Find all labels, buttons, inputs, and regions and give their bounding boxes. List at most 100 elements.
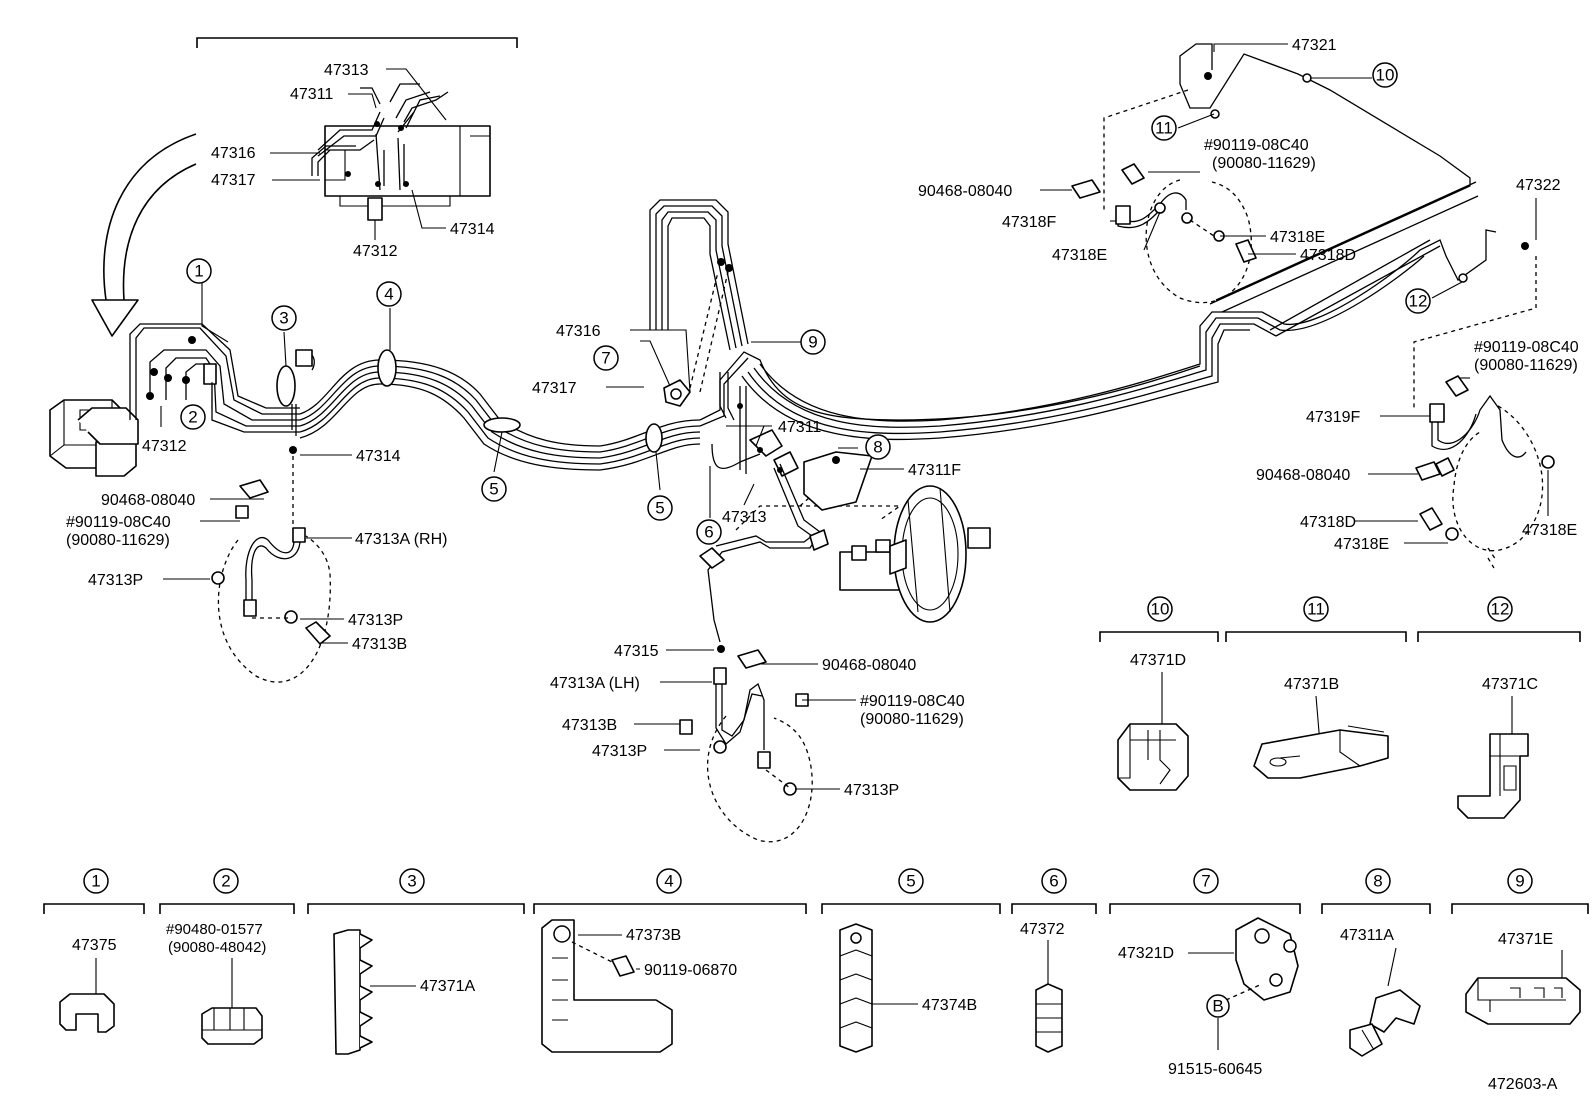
detail-label-47373b: 47373B xyxy=(626,927,681,944)
direction-arrow xyxy=(91,133,197,337)
label-47318f: 47318F xyxy=(1002,214,1056,231)
rh-rear-brake-hose xyxy=(1071,89,1257,304)
label-47318e-d: 47318E xyxy=(1334,536,1389,553)
callout-2: 2 xyxy=(188,408,197,427)
detail-label-47371a: 47371A xyxy=(420,978,475,995)
detail-callout-5: 5 xyxy=(906,872,915,891)
rh-front-brake-hose xyxy=(211,479,331,683)
detail-4: 4 47373B 90119-06870 xyxy=(533,868,807,1053)
label-90468-08040-c: 90468-08040 xyxy=(918,183,1012,200)
detail-label-90080-48042: (90080-48042) xyxy=(168,939,266,956)
label-47318e-a: 47318E xyxy=(1270,229,1325,246)
callout-5b: 5 xyxy=(655,499,664,518)
label-90080-11629-b: (90080-11629) xyxy=(860,711,964,728)
label-90119-08c40-a: #90119-08C40 xyxy=(66,514,171,531)
detail-label-47374b: 47374B xyxy=(922,997,977,1014)
label-47317: 47317 xyxy=(532,380,577,397)
label-90468-08040-b: 90468-08040 xyxy=(822,657,916,674)
label-47313p-c: 47313P xyxy=(592,743,647,760)
detail-callout-1: 1 xyxy=(91,872,100,891)
detail-callout-12: 12 xyxy=(1491,600,1510,619)
detail-callout-9: 9 xyxy=(1515,872,1524,891)
detail-label-47321d: 47321D xyxy=(1118,945,1174,962)
label-90080-11629-a: (90080-11629) xyxy=(66,532,170,549)
inset-label-47312: 47312 xyxy=(353,243,398,260)
label-47313: 47313 xyxy=(722,509,767,526)
callout-7: 7 xyxy=(601,349,610,368)
label-47313p-b: 47313P xyxy=(348,612,403,629)
label-90468-08040-a: 90468-08040 xyxy=(101,492,195,509)
detail-label-90480-01577: #90480-01577 xyxy=(166,921,263,938)
detail-label-47371e: 47371E xyxy=(1498,931,1553,948)
label-90119-08c40-b: #90119-08C40 xyxy=(860,693,965,710)
label-90119-08c40-d: #90119-08C40 xyxy=(1474,339,1579,356)
detail-callout-8: 8 xyxy=(1373,872,1382,891)
label-47321: 47321 xyxy=(1292,37,1337,54)
callout-3: 3 xyxy=(279,309,288,328)
label-47318e-b: 47318E xyxy=(1052,247,1107,264)
callout-8: 8 xyxy=(873,438,882,457)
detail-label-47371d: 47371D xyxy=(1130,652,1186,669)
detail-label-90119-06870: 90119-06870 xyxy=(644,962,737,979)
label-47316: 47316 xyxy=(556,323,601,340)
inset-label-47317: 47317 xyxy=(211,172,256,189)
detail-label-91515-60645: 91515-60645 xyxy=(1168,1061,1262,1078)
detail-10: 10 47371D xyxy=(1099,596,1219,791)
label-47313a-lh: 47313A (LH) xyxy=(550,675,640,692)
detail-6: 6 47372 xyxy=(1011,868,1097,1053)
detail-9: 9 47371E xyxy=(1451,868,1589,1025)
detail-8: 8 47311A xyxy=(1321,868,1431,1057)
callout-12: 12 xyxy=(1409,292,1428,311)
detail-callout-3: 3 xyxy=(407,872,416,891)
inset-label-47314: 47314 xyxy=(450,221,495,238)
label-90468-08040-d: 90468-08040 xyxy=(1256,467,1350,484)
detail-label-47375: 47375 xyxy=(72,937,117,954)
inset-label-47313: 47313 xyxy=(324,62,369,79)
callout-9: 9 xyxy=(808,333,817,352)
detail-3: 3 47371A xyxy=(307,868,525,1055)
label-47318d-b: 47318D xyxy=(1300,514,1356,531)
callout-10: 10 xyxy=(1376,66,1395,85)
detail-callout-b: B xyxy=(1212,997,1223,1016)
inset-label-47316: 47316 xyxy=(211,145,256,162)
label-90080-11629-c: (90080-11629) xyxy=(1212,155,1316,172)
label-90119-08c40-c: #90119-08C40 xyxy=(1204,137,1309,154)
detail-callout-10: 10 xyxy=(1151,600,1170,619)
label-47315: 47315 xyxy=(614,643,659,660)
detail-5: 5 47374B xyxy=(821,868,1001,1053)
detail-7: 7 47321D B 91515-60645 xyxy=(1109,868,1301,1078)
label-47314: 47314 xyxy=(356,448,401,465)
detail-1: 1 47375 xyxy=(43,868,145,1033)
label-47318d-a: 47318D xyxy=(1300,247,1356,264)
label-47313p-d: 47313P xyxy=(844,782,899,799)
detail-11: 11 47371B xyxy=(1225,596,1407,779)
part-labels: 47312 47314 90468-08040 #90119-08C40 (90… xyxy=(66,37,1579,799)
label-47311f: 47311F xyxy=(908,462,961,479)
leader-lines xyxy=(160,43,1549,790)
label-47313b-b: 47313B xyxy=(562,717,617,734)
detail-callout-7: 7 xyxy=(1201,872,1210,891)
detail-callout-2: 2 xyxy=(221,872,230,891)
lh-front-brake-hose xyxy=(679,649,813,843)
callout-4: 4 xyxy=(384,285,393,304)
detail-2: 2 #90480-01577 (90080-48042) xyxy=(159,868,295,1045)
label-47313p-a: 47313P xyxy=(88,572,143,589)
detail-callout-11: 11 xyxy=(1307,600,1325,619)
detail-label-47311a: 47311A xyxy=(1340,927,1394,944)
callout-1: 1 xyxy=(194,262,203,281)
abs-actuator-inset: 47313 47311 47316 47317 47312 47314 xyxy=(196,37,518,260)
detail-label-47372: 47372 xyxy=(1020,921,1065,938)
label-47318e-c: 47318E xyxy=(1522,522,1577,539)
label-47319f: 47319F xyxy=(1306,409,1360,426)
callout-11: 11 xyxy=(1155,119,1173,138)
detail-callout-6: 6 xyxy=(1049,872,1058,891)
label-47322: 47322 xyxy=(1516,177,1561,194)
label-47311: 47311 xyxy=(778,419,821,436)
diagram-reference-number: 472603-A xyxy=(1488,1076,1558,1093)
detail-label-47371b: 47371B xyxy=(1284,676,1339,693)
detail-12: 12 47371C xyxy=(1417,596,1581,819)
label-90080-11629-d: (90080-11629) xyxy=(1474,357,1578,374)
callout-6: 6 xyxy=(704,523,713,542)
label-47313a-rh: 47313A (RH) xyxy=(355,531,448,548)
